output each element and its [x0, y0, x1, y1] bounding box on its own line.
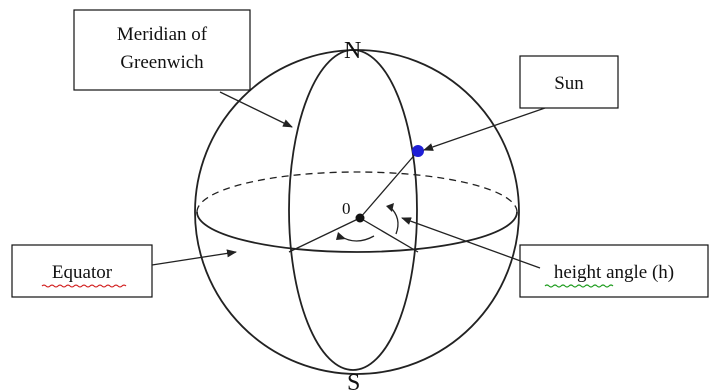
meridian-ellipse	[288, 49, 418, 371]
height-arc-arrow	[386, 203, 394, 212]
sun-pointer-arrow	[423, 107, 546, 151]
equator-spellcheck	[41, 284, 127, 288]
sphere-outline	[194, 49, 520, 375]
radius-to-sun	[359, 150, 419, 219]
meridian-label-line1: Meridian of	[117, 24, 208, 45]
equator-front-arc	[196, 211, 518, 253]
equator-label: Equator	[52, 262, 113, 283]
height-spellcheck	[544, 284, 614, 288]
equator-back-arc	[196, 171, 518, 213]
meridian-label-box	[73, 9, 251, 91]
equator-label-box	[11, 244, 153, 298]
origin-label: 0	[342, 199, 351, 218]
height-angle-pointer-arrow	[401, 217, 541, 269]
meridian-pointer-arrow	[219, 91, 293, 128]
sun-point	[412, 145, 424, 157]
equator-pointer-arrow	[151, 249, 237, 266]
radius-to-sun-projection	[359, 217, 419, 253]
height-angle-label: height angle (h)	[554, 262, 674, 283]
height-angle-label-box	[519, 244, 709, 298]
origin-point	[355, 213, 365, 223]
south-label: S	[347, 370, 360, 392]
sun-label: Sun	[554, 73, 584, 94]
north-label: N	[344, 38, 361, 64]
meridian-label-line2: Greenwich	[120, 52, 204, 73]
sun-label-box	[519, 55, 619, 109]
longitude-arc-arrow	[336, 232, 346, 240]
radius-to-meridian	[288, 217, 361, 253]
